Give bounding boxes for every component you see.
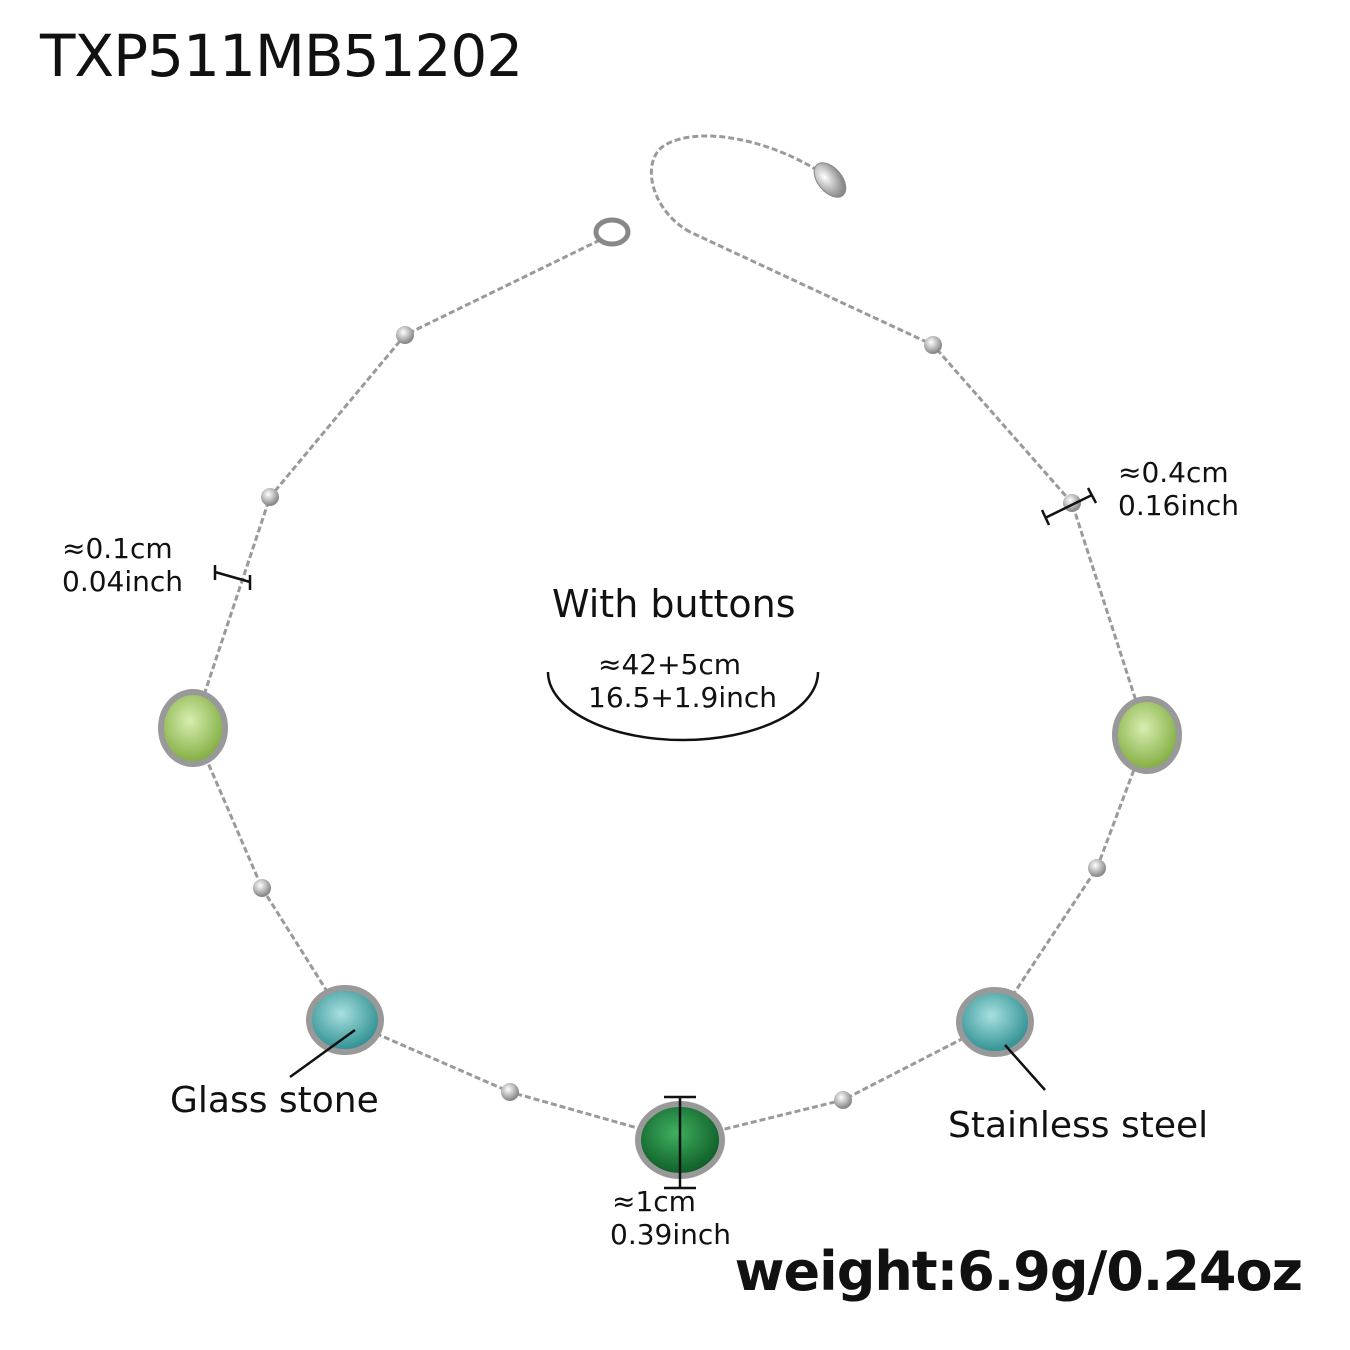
chain [191, 134, 1149, 1142]
stone-size-cm: ≈1cm [612, 1185, 696, 1218]
product-code: TXP511MB51202 [40, 22, 523, 90]
glass-stone-label: Glass stone [170, 1080, 379, 1121]
lobster-clasp-icon [593, 217, 631, 247]
chain-width-inch: 0.04inch [62, 565, 184, 598]
stone-size-inch: 0.39inch [610, 1218, 732, 1251]
beads [253, 326, 1106, 1109]
weight-label: weight:6.9g/0.24oz [734, 1240, 1303, 1303]
length-title: With buttons [552, 582, 796, 626]
stainless-steel-label: Stainless steel [948, 1105, 1209, 1146]
bead-size-inch: 0.16inch [1118, 489, 1240, 522]
chain-width-cm: ≈0.1cm [62, 532, 173, 565]
length-inch: 16.5+1.9inch [588, 681, 777, 714]
extender-tag-icon [813, 162, 847, 198]
bead-size-cm: ≈0.4cm [1118, 456, 1229, 489]
measure-lines [213, 487, 1098, 1190]
length-cm: ≈42+5cm [598, 648, 742, 681]
